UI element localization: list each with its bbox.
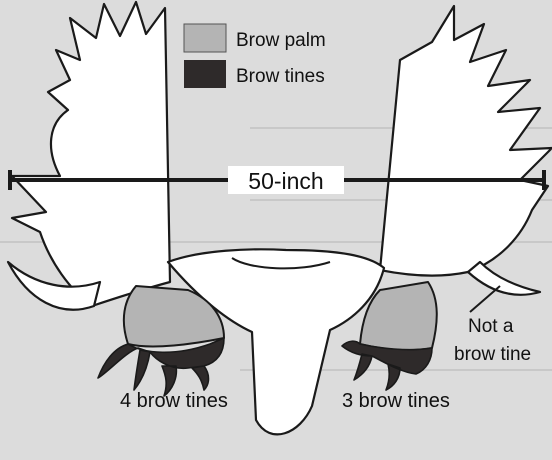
- not-brow-tine-label-2: brow tine: [454, 344, 531, 365]
- left-tine-count-label: 4 brow tines: [120, 390, 228, 412]
- legend-tines-swatch: [184, 60, 226, 88]
- right-tine-count-label: 3 brow tines: [342, 390, 450, 412]
- right-lower-prong: [468, 262, 540, 295]
- legend-palm-label: Brow palm: [236, 30, 326, 51]
- not-brow-tine-label-1: Not a: [468, 316, 514, 337]
- legend: Brow palm Brow tines: [184, 24, 326, 88]
- not-brow-tine-pointer: [470, 286, 500, 312]
- legend-palm-swatch: [184, 24, 226, 52]
- right-antler-palm: [380, 6, 552, 276]
- measure-label: 50-inch: [248, 168, 323, 194]
- left-antler-palm: [12, 2, 170, 306]
- legend-tines-label: Brow tines: [236, 66, 325, 87]
